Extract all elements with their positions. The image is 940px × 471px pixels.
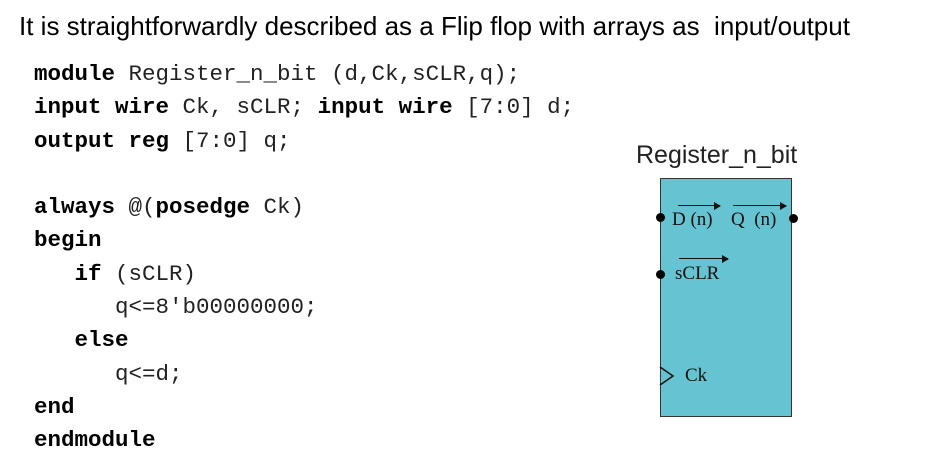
code-keyword: begin: [34, 227, 102, 254]
code-keyword: module: [34, 61, 116, 87]
code-line: if (sCLR): [34, 258, 574, 291]
code-text: [7:0] d;: [452, 94, 575, 121]
code-keyword: else: [74, 327, 129, 354]
sclr-pin-label: sCLR: [675, 263, 720, 284]
code-keyword: output reg: [34, 127, 170, 154]
code-keyword: input wire: [34, 94, 170, 121]
code-text: q<=8'b00000000;: [34, 294, 318, 321]
register-block-symbol: [660, 178, 792, 417]
code-line: else: [34, 324, 574, 357]
d-input-pin-icon: [655, 213, 665, 222]
code-keyword: posedge: [155, 194, 251, 221]
code-text: Ck, sCLR;: [169, 94, 318, 121]
d-pin-label: D (n): [672, 209, 713, 230]
code-line: q<=d;: [34, 358, 574, 391]
q-pin-label: Q (n): [731, 209, 777, 230]
code-text: [7:0] q;: [169, 127, 291, 154]
code-text: [34, 327, 75, 353]
code-text: Register_n_bit (d,Ck,sCLR,q);: [115, 61, 521, 87]
q-output-pin-icon: [788, 214, 798, 223]
verilog-code-block: module Register_n_bit (d,Ck,sCLR,q);inpu…: [34, 58, 574, 458]
ck-pin-label: Ck: [685, 365, 708, 386]
d-bus-arrow-icon: [678, 201, 721, 210]
code-line: endmodule: [34, 424, 574, 457]
code-line: begin: [34, 224, 574, 257]
code-line: end: [34, 391, 574, 424]
code-text: [34, 261, 75, 287]
slide-heading: It is straightforwardly described as a F…: [19, 11, 850, 41]
code-text: @(: [115, 194, 156, 221]
code-line: output reg [7:0] q;: [34, 125, 574, 158]
code-keyword: if: [74, 260, 102, 287]
code-line: module Register_n_bit (d,Ck,sCLR,q);: [34, 58, 574, 91]
code-text: Ck): [250, 194, 305, 221]
q-bus-arrow-icon: [733, 201, 787, 210]
sclr-bar-arrow-icon: [679, 254, 729, 263]
code-text: (sCLR): [101, 260, 197, 287]
code-line: q<=8'b00000000;: [34, 291, 574, 324]
sclr-input-pin-icon: [655, 270, 665, 279]
code-line: input wire Ck, sCLR; input wire [7:0] d;: [34, 91, 574, 124]
code-line: [34, 158, 574, 191]
block-title: Register_n_bit: [636, 141, 798, 169]
clock-edge-icon: [659, 366, 675, 386]
code-keyword: endmodule: [34, 427, 156, 454]
code-keyword: always: [34, 194, 116, 221]
code-keyword: input wire: [317, 94, 453, 121]
code-keyword: end: [34, 393, 75, 420]
code-text: q<=d;: [34, 360, 183, 387]
code-line: always @(posedge Ck): [34, 191, 574, 224]
